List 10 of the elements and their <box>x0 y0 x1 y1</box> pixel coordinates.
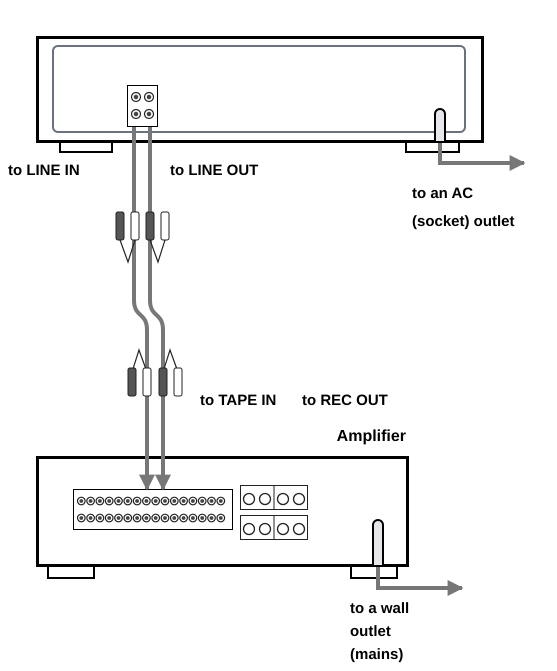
connection-label: to LINE OUT <box>170 161 260 181</box>
connection-label: to a wall outlet (mains) <box>350 599 410 665</box>
connection-label: to TAPE IN <box>200 391 278 411</box>
connection-label: to LINE IN <box>8 161 81 181</box>
device-label: Amplifier <box>336 427 406 447</box>
power-cord <box>376 567 464 596</box>
connection-label: to an AC (socket) outlet <box>412 184 516 232</box>
connection-label: to REC OUT <box>302 391 389 411</box>
power-cord <box>438 143 526 171</box>
deck-body <box>36 36 484 143</box>
